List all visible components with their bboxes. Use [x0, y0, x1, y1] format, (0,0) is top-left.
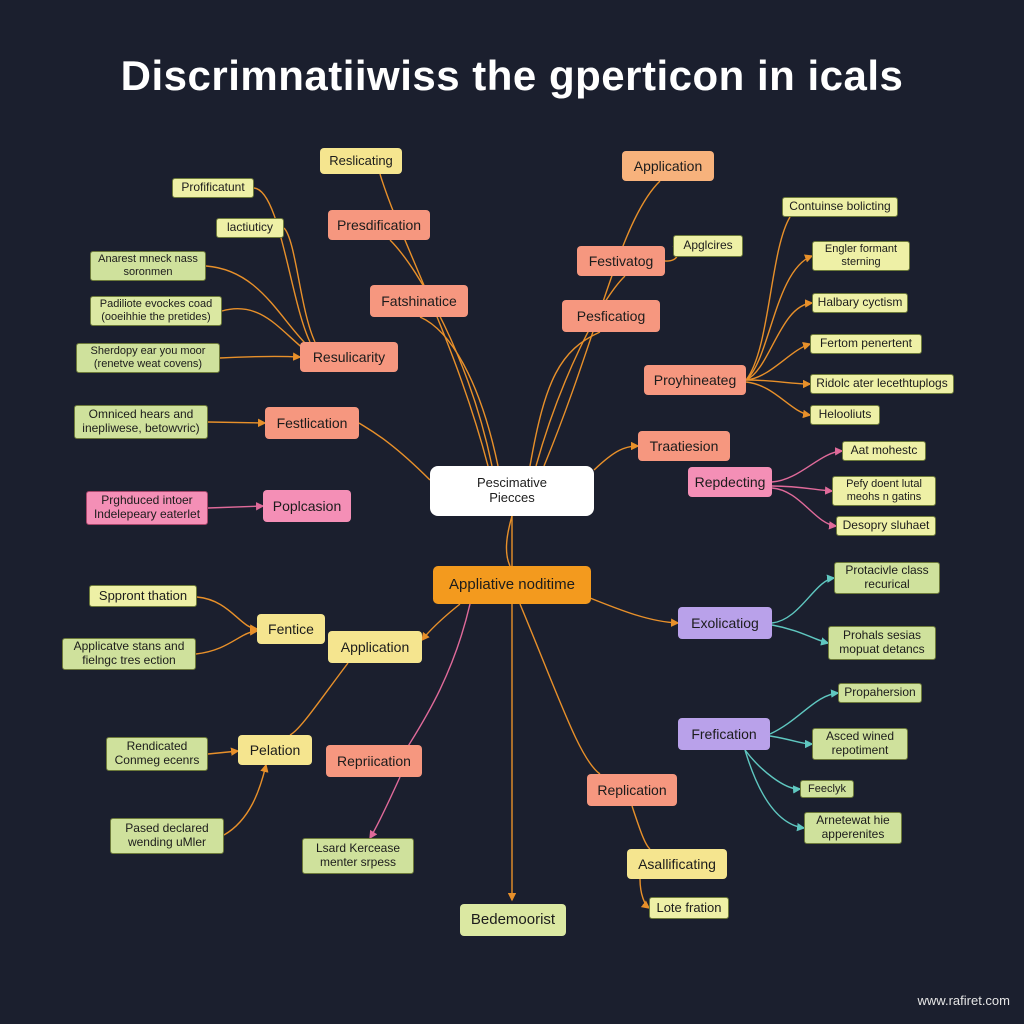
connector-23 [745, 381, 812, 419]
connector-31 [369, 776, 401, 840]
node-halbary[interactable]: Halbary cyctism [812, 293, 908, 313]
node-sppront[interactable]: Sppront thation [89, 585, 197, 607]
node-asallificating[interactable]: Asallificating [627, 849, 727, 879]
connector-14 [219, 352, 302, 361]
node-sherdopy[interactable]: Sherdopy ear you moor (renetve weat cove… [76, 343, 220, 373]
node-pefy[interactable]: Pefy doent lutal meohs n gatins [832, 476, 936, 506]
node-festivatog[interactable]: Festivatog [577, 246, 665, 276]
node-aat[interactable]: Aat mohestc [842, 441, 926, 461]
node-fentice[interactable]: Fentice [257, 614, 325, 644]
node-application-left[interactable]: Application [328, 631, 422, 663]
node-feeclyk[interactable]: Feeclyk [800, 780, 854, 798]
node-engler[interactable]: Engler formant sterning [812, 241, 910, 271]
node-arnetewat[interactable]: Arnetewat hie apperenites [804, 812, 902, 844]
connector-41 [744, 749, 802, 794]
connector-29 [399, 603, 471, 761]
connector-2 [419, 316, 499, 467]
node-reslicating[interactable]: Reslicating [320, 148, 402, 174]
root-node[interactable]: Pescimative Piecces [430, 466, 594, 516]
connector-6 [529, 331, 601, 467]
diagram-title: Discrimnatiiwiss the gperticon in icals [120, 52, 904, 99]
node-presdification[interactable]: Presdification [328, 210, 430, 240]
node-prghduced[interactable]: Prghduced intoer Indelepeary eaterlet [86, 491, 208, 525]
connector-10 [253, 187, 311, 343]
node-poplcasion[interactable]: Poplcasion [263, 490, 351, 522]
node-lsard[interactable]: Lsard Kercease menter srpess [302, 838, 414, 874]
node-helooliuts[interactable]: Helooliuts [810, 405, 880, 425]
node-contuinse[interactable]: Contuinse bolicting [782, 197, 898, 217]
node-bedemoorist[interactable]: Bedemoorist [460, 904, 566, 936]
node-propahersion[interactable]: Propahersion [838, 683, 922, 703]
node-omniced[interactable]: Omniced hears and inepliwese, betowvric) [74, 405, 208, 439]
node-repdecting[interactable]: Repdecting [688, 467, 772, 497]
connector-8 [543, 180, 661, 467]
node-pelation[interactable]: Pelation [238, 735, 312, 765]
node-desopry[interactable]: Desopry sluhaet [836, 516, 936, 536]
connector-30 [519, 603, 601, 775]
node-fertom[interactable]: Fertom penertent [810, 334, 922, 354]
connector-15 [207, 418, 267, 428]
node-lactiuticy[interactable]: lactiuticy [216, 218, 284, 238]
connector-33 [195, 627, 259, 655]
connector-40 [769, 735, 814, 749]
connector-39 [769, 689, 840, 735]
connector-36 [223, 763, 269, 836]
node-asced[interactable]: Asced wined repotiment [812, 728, 908, 760]
node-ridolc[interactable]: Ridolc ater lecethtuplogs [810, 374, 954, 394]
hub-node[interactable]: Appliative noditime [433, 566, 591, 604]
connector-20 [745, 299, 814, 381]
connector-3 [389, 239, 493, 467]
node-rendicated[interactable]: Rendicated Conmeg ecenrs [106, 737, 208, 771]
connector-5 [358, 422, 431, 481]
connector-22 [745, 379, 812, 389]
connector-37 [771, 574, 836, 624]
node-traatiesion[interactable]: Traatiesion [638, 431, 730, 461]
node-repriication[interactable]: Repriication [326, 745, 422, 777]
node-passed[interactable]: Pased declared wending uMler [110, 818, 224, 854]
node-frefication[interactable]: Frefication [678, 718, 770, 750]
node-applicatve-stans[interactable]: Applicatve stans and fielngc tres ection [62, 638, 196, 670]
connector-43 [631, 805, 651, 850]
connector-11 [283, 227, 316, 343]
connector-27 [421, 603, 461, 642]
node-prohals[interactable]: Prohals sesias mopuat detancs [828, 626, 936, 660]
connector-19 [745, 254, 814, 381]
node-application-top[interactable]: Application [622, 151, 714, 181]
connector-28 [589, 597, 680, 627]
connector-21 [745, 341, 812, 381]
node-pesficatiog[interactable]: Pesficatiog [562, 300, 660, 332]
connector-44 [639, 878, 651, 909]
node-proyhineateg[interactable]: Proyhineateg [644, 365, 746, 395]
node-replication-b[interactable]: Replication [587, 774, 677, 806]
node-exolicatiog[interactable]: Exolicatiog [678, 607, 772, 639]
connector-7 [535, 275, 626, 467]
node-profificatunt[interactable]: Profificatunt [172, 178, 254, 198]
node-festlication[interactable]: Festlication [265, 407, 359, 439]
connector-34 [289, 662, 349, 736]
connector-26 [771, 487, 838, 530]
connector-35 [207, 747, 240, 756]
connector-18 [745, 216, 791, 381]
connector-12 [205, 265, 311, 349]
connector-32 [196, 596, 259, 633]
connector-16 [207, 502, 265, 511]
node-apglcires[interactable]: Apglcires [673, 235, 743, 257]
connector-13 [221, 308, 306, 351]
node-protacivle[interactable]: Protacivle class recurical [834, 562, 940, 594]
connector-24 [771, 447, 844, 483]
node-padiliote[interactable]: Padiliote evockes coad (ooeihhie the pre… [90, 296, 222, 326]
node-lote[interactable]: Lote fration [649, 897, 729, 919]
connector-1 [505, 515, 513, 567]
connector-38 [771, 624, 830, 646]
node-resulicarity[interactable]: Resulicarity [300, 342, 398, 372]
connector-42 [744, 749, 806, 832]
connector-9 [593, 441, 640, 471]
node-fatshinatice[interactable]: Fatshinatice [370, 285, 468, 317]
connector-25 [771, 485, 834, 495]
node-anarest[interactable]: Anarest mneck nass soronmen [90, 251, 206, 281]
watermark: www.rafiret.com [917, 993, 1010, 1008]
